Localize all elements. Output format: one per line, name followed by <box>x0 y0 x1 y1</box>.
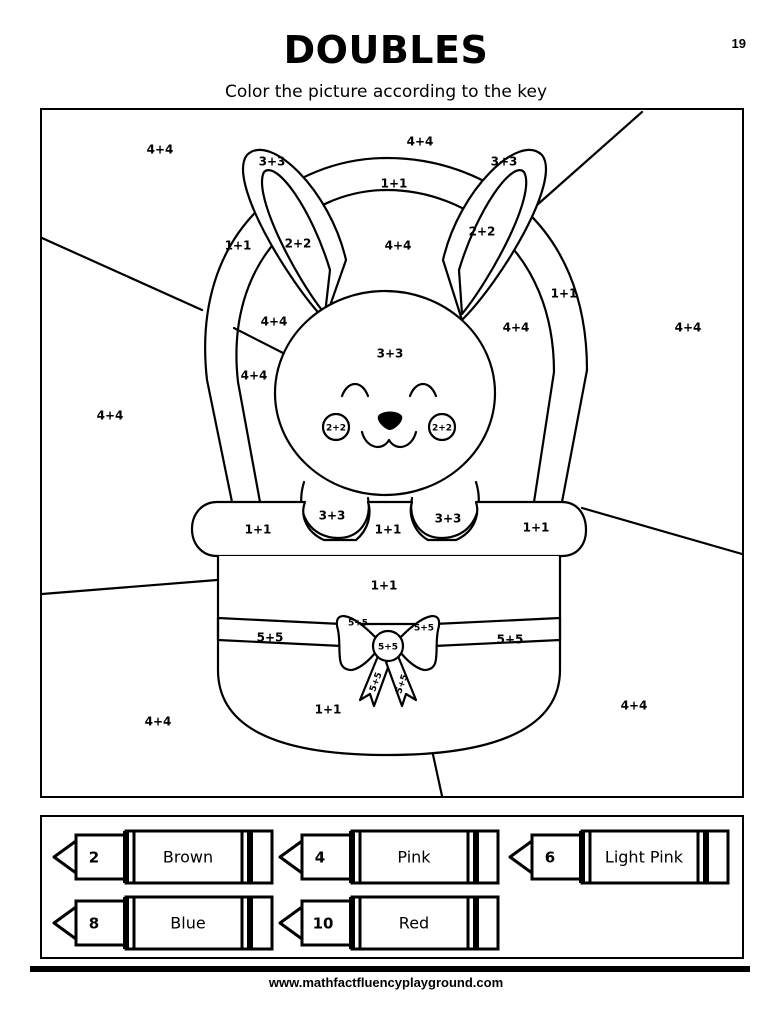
footer-rule <box>30 966 750 972</box>
crayon-color-label: Blue <box>170 914 205 933</box>
label-ear-left-outer: 3+3 <box>259 155 286 169</box>
label-band-left: 5+5 <box>257 631 284 645</box>
bg-divider-line <box>42 236 204 312</box>
ear-left-inner <box>261 169 332 316</box>
basket-rim <box>190 500 588 558</box>
label-bg-top-center: 4+4 <box>407 135 434 149</box>
bg-divider-line <box>580 506 742 556</box>
crayon-number: 8 <box>89 915 99 933</box>
footer-url: www.mathfactfluencyplayground.com <box>268 975 504 990</box>
crayon-key-item: 6 Light Pink <box>508 829 730 885</box>
eye-right <box>408 382 438 398</box>
crayon-key-item: 10 Red <box>278 895 500 951</box>
label-inside-right: 4+4 <box>503 321 530 335</box>
bg-divider-line <box>232 326 289 357</box>
cheek-left <box>321 412 351 442</box>
crayon-number: 2 <box>89 849 99 867</box>
label-cheek-left: 2+2 <box>326 424 346 434</box>
label-bg-left: 4+4 <box>97 409 124 423</box>
label-handle-top: 1+1 <box>381 177 408 191</box>
crayon-color-label: Pink <box>397 848 431 867</box>
label-ear-left-inner: 2+2 <box>285 237 312 251</box>
eye-left <box>340 382 370 398</box>
mouth <box>360 430 418 449</box>
label-basket-lower: 1+1 <box>315 703 342 717</box>
label-band-right: 5+5 <box>497 633 524 647</box>
label-paw-right: 3+3 <box>435 512 462 526</box>
label-handle-right: 1+1 <box>551 287 578 301</box>
crayon-tip <box>52 839 78 875</box>
crayon-number: 6 <box>545 849 555 867</box>
label-inside-center: 4+4 <box>385 239 412 253</box>
crayon-color-label: Light Pink <box>605 848 684 867</box>
label-rim-right: 1+1 <box>523 521 550 535</box>
label-bow-left: 5+5 <box>348 619 368 629</box>
label-ear-right-inner: 2+2 <box>469 225 496 239</box>
bow-loop-right <box>396 614 441 672</box>
bunny-head <box>273 289 497 497</box>
label-rim-center: 1+1 <box>375 523 402 537</box>
crayon-key-drawing: 2 Brown 4 Pink 6 Light Pink <box>52 829 730 951</box>
bg-divider-line <box>535 110 644 207</box>
instructions: Color the picture according to the key <box>224 82 548 102</box>
label-basket-upper: 1+1 <box>371 579 398 593</box>
coloring-picture: 4+4 4+4 4+4 4+4 4+4 4+4 3+3 3+3 2+2 2+2 … <box>40 108 744 798</box>
label-handle-left: 1+1 <box>225 239 252 253</box>
page-number: 19 <box>731 36 746 51</box>
label-bow-center: 5+5 <box>378 643 398 653</box>
crayon-color-label: Red <box>399 914 429 933</box>
page-title: DOUBLES <box>283 28 489 72</box>
label-inside-left-b: 4+4 <box>241 369 268 383</box>
basket-handle-outer <box>204 156 589 504</box>
bg-divider-line <box>42 578 219 596</box>
cheek-right <box>427 412 457 442</box>
bg-divider-line <box>430 748 444 796</box>
label-bg-right: 4+4 <box>675 321 702 335</box>
label-cheek-right: 2+2 <box>432 424 452 434</box>
label-inside-left-a: 4+4 <box>261 315 288 329</box>
crayon-color-label: Brown <box>163 848 213 867</box>
crayon-number: 10 <box>313 915 334 933</box>
bow-loop-left <box>335 614 380 672</box>
label-bg-bottom-right: 4+4 <box>621 699 648 713</box>
label-paw-left: 3+3 <box>319 509 346 523</box>
bow-knot <box>371 629 405 663</box>
label-head: 3+3 <box>377 347 404 361</box>
basket-handle-inner <box>235 188 556 504</box>
label-bow-right: 5+5 <box>414 624 434 634</box>
crayon-key-item: 2 Brown <box>52 829 274 885</box>
label-ear-right-outer: 3+3 <box>491 155 518 169</box>
bunny-basket-drawing: 4+4 4+4 4+4 4+4 4+4 4+4 3+3 3+3 2+2 2+2 … <box>42 110 742 796</box>
crayon-collar <box>74 833 128 881</box>
crayon-number: 4 <box>315 849 325 867</box>
label-rim-left: 1+1 <box>245 523 272 537</box>
nose <box>377 411 403 430</box>
crayon-key-item: 4 Pink <box>278 829 500 885</box>
crayon-key-item: 8 Blue <box>52 895 274 951</box>
ear-right-inner <box>457 169 528 316</box>
color-key: 2 Brown 4 Pink 6 Light Pink <box>40 815 744 959</box>
label-bg-top-left: 4+4 <box>147 143 174 157</box>
label-bg-bottom-left: 4+4 <box>145 715 172 729</box>
